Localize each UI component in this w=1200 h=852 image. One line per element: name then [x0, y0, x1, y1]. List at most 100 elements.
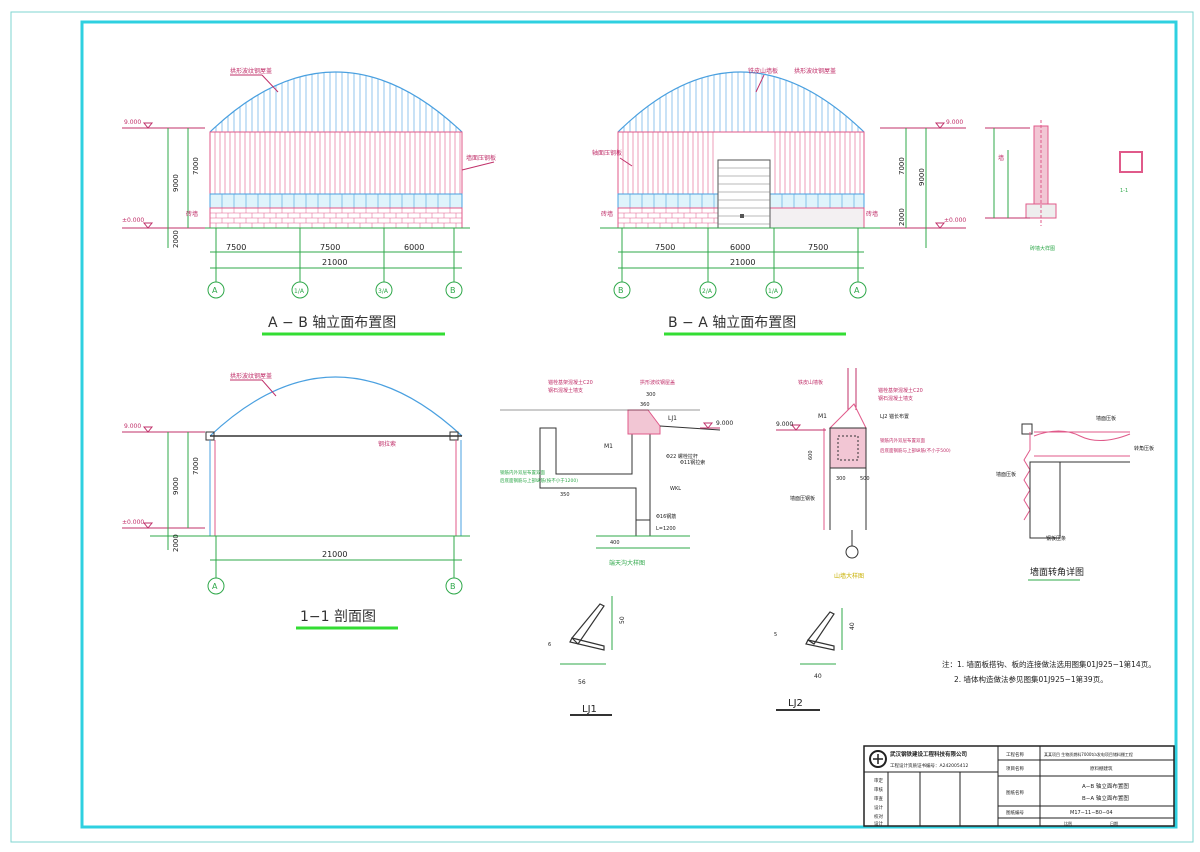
eave-note-m1: M1 — [604, 443, 613, 450]
corner-note-1: 转角压板 — [1134, 445, 1154, 452]
eave-note-rebar: 钢筋内外双层布置双面 — [500, 469, 545, 476]
eave-dim-2: 360 — [640, 402, 650, 408]
eave-note-cable: Φ11钢拉索 — [680, 459, 705, 466]
roof-label: 拱形波纹钢屋盖 — [794, 67, 836, 75]
span-1: 7500 — [655, 243, 675, 252]
axis-label: B — [618, 286, 624, 295]
gable-level: 9.000 — [776, 421, 793, 428]
project-value: 某某项目 生物质燃料7000t/a发电项目储料棚工程 — [1044, 751, 1133, 757]
elevation-title: A − B 轴立面布置图 — [268, 315, 396, 331]
drawing-value-2: B−A 轴立面布置图 — [1082, 794, 1129, 802]
axis-bubble — [291, 281, 309, 299]
level-mark-zero — [142, 222, 154, 229]
title-block: 武汉钢铁建设工程科技有限公司 工程设计资质证书编号：A242005412 审定 … — [863, 745, 1175, 827]
lj2-title: LJ2 — [788, 698, 803, 709]
section-1-1: 9.000 ±0.000 9000 7000 2000 21000 A B 拱形… — [122, 372, 470, 630]
level-mark-top — [142, 122, 154, 129]
role-3: 设计 — [874, 804, 883, 811]
axis-bubble — [207, 281, 225, 299]
span-3: 6000 — [404, 243, 424, 252]
gable-note-rebar: 钢筋内外双层布置双面 — [880, 437, 925, 444]
span-2: 7500 — [320, 243, 340, 252]
role-4: 校对 — [874, 813, 883, 820]
level-zero-label: ±0.000 — [944, 217, 966, 224]
company-name: 武汉钢铁建设工程科技有限公司 — [890, 750, 967, 758]
gable-dim-0: 600 — [808, 450, 814, 460]
eave-dim-1: 400 — [610, 540, 620, 546]
scale-label: 比例 — [1064, 820, 1072, 826]
section-label: 1-1 — [1120, 188, 1128, 194]
gable-note-sheet: 铁皮山墙板 — [798, 379, 823, 386]
base-label-right: 砖墙 — [866, 210, 878, 218]
wall-panel — [209, 131, 463, 195]
gable-label: 铁皮山墙板 — [748, 67, 778, 75]
gable-note-wall: 墙面压钢板 — [790, 495, 815, 502]
lj1-title: LJ1 — [582, 704, 597, 715]
axis-bubble — [849, 281, 867, 299]
angle-lj2: 5 40 40 LJ2 — [774, 608, 856, 711]
corner-note-3: 钢板压条 — [1046, 535, 1066, 542]
wall-ribs — [622, 132, 861, 194]
role-1: 审核 — [874, 786, 883, 793]
eave-note-len: L=1200 — [656, 526, 676, 532]
level-top-label: 9.000 — [946, 119, 963, 126]
elevation-title: B − A 轴立面布置图 — [668, 315, 796, 331]
lj1-dim-w: 56 — [578, 679, 586, 686]
roof-ribs — [623, 72, 859, 132]
axis-label: A — [212, 286, 218, 295]
eave-dim-0: 350 — [560, 492, 570, 498]
gable-note-conc: 钢石混凝土墙支 — [878, 395, 913, 402]
corner-note-2: 墙面压板 — [996, 471, 1016, 478]
window-band — [209, 193, 463, 209]
section-title: 1−1 剖面图 — [300, 609, 376, 625]
no-value: M17−11−B0−04 — [1070, 810, 1113, 816]
gable-note-m1: M1 — [818, 413, 827, 420]
axis-bubble — [445, 281, 463, 299]
gable-note-lj2: LJ2 锚长布置 — [880, 413, 909, 420]
title-block-frame — [863, 745, 1175, 827]
eave-level: 9.000 — [716, 420, 733, 427]
axis-bubbles: B 2/A 1/A A — [613, 228, 867, 299]
anchor-block — [627, 409, 661, 435]
inner-frame — [80, 20, 1178, 829]
note-line-1: 注：1. 墙面板搭钩、板的连接做法选用图集01J925−1第14页。 — [942, 659, 1156, 669]
dim-total-h: 9000 — [172, 477, 180, 495]
company-cert: 工程设计资质证书编号：A242005412 — [890, 762, 968, 769]
axis-bubble — [207, 577, 225, 595]
gable-note-rebar-2: 后底面钢筋与上部纵筋(不小于500) — [880, 447, 951, 454]
dim-upper-h: 7000 — [898, 157, 906, 175]
level-top-label: 9.000 — [124, 119, 141, 126]
window-mullions — [629, 194, 855, 208]
drawing-value-1: A−B 轴立面布置图 — [1082, 782, 1129, 790]
eave-note-rebar-2: 后底面钢筋与上部纵筋(按不小于1200) — [500, 477, 578, 484]
dim-base-h: 2000 — [898, 208, 906, 226]
gable-dim-1: 300 — [836, 476, 846, 482]
note-line-2: 2. 墙体构造做法参见图集01J925−1第39页。 — [954, 674, 1108, 684]
axis-bubble — [699, 281, 717, 299]
level-zero-label: ±0.000 — [122, 217, 144, 224]
dim-base-h: 2000 — [172, 534, 180, 552]
lj1-dim-h: 50 — [619, 616, 626, 624]
eave-note-lj1: LJ1 — [668, 415, 677, 422]
roof-arch — [209, 71, 463, 133]
axis-bubble — [613, 281, 631, 299]
lj2-dim-w: 40 — [814, 673, 822, 680]
axis-label: B — [450, 286, 456, 295]
company-logo-mark — [873, 754, 883, 764]
roof-arch — [209, 376, 463, 437]
axis-bubbles: A 1/A 3/A B — [207, 228, 463, 299]
eave-note-1: 钢石混凝土墙支 — [548, 387, 583, 394]
gable-dim-2: 500 — [860, 476, 870, 482]
window-mullions — [221, 194, 451, 208]
corner-post — [1029, 461, 1061, 539]
roof-label: 拱形波纹钢屋盖 — [230, 372, 272, 380]
roof-label: 拱形波纹钢屋盖 — [230, 67, 272, 75]
axis-label: 2/A — [702, 288, 713, 295]
dim-total-h: 9000 — [172, 174, 180, 192]
roof-ribs — [215, 72, 457, 132]
roof-arch — [617, 71, 865, 133]
brick-hatch — [617, 208, 718, 228]
role-0: 审定 — [874, 777, 883, 784]
axis-label: 3/A — [378, 288, 389, 295]
lj2-dim-t: 5 — [774, 632, 777, 638]
